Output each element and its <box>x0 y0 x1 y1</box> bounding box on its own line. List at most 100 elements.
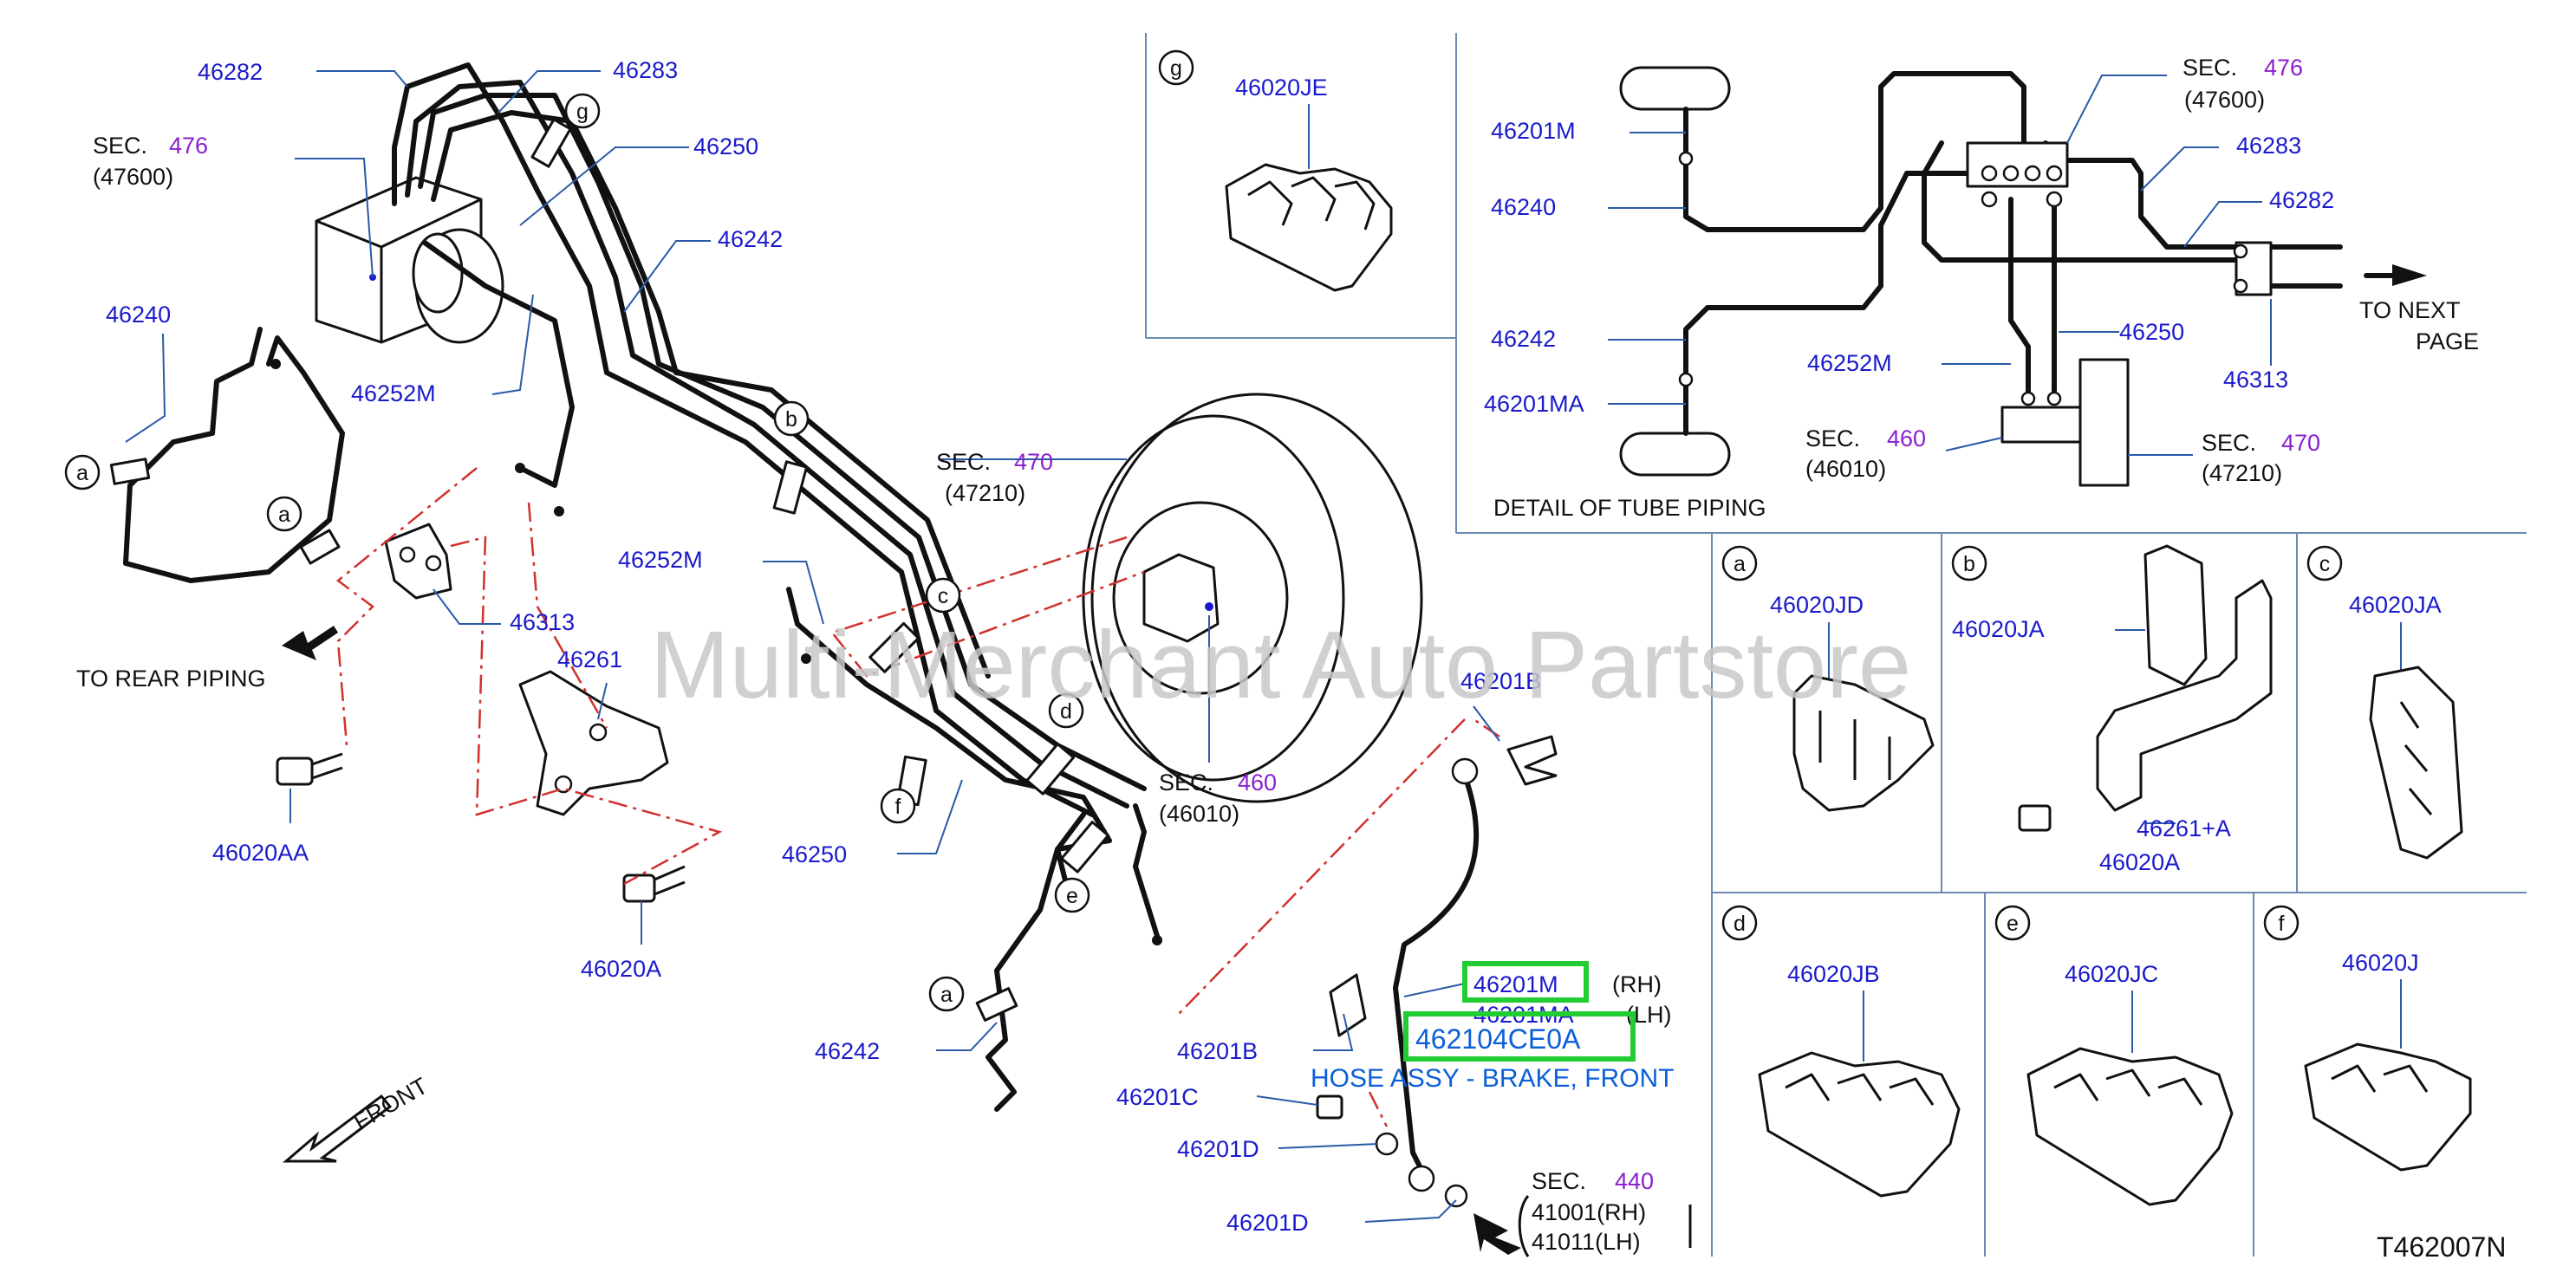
clip-b-bolt-part: 46020A <box>2099 849 2180 875</box>
callout-f: f <box>880 788 916 824</box>
bracket-46261 <box>518 670 669 816</box>
label-sec460-num: 460 <box>1238 770 1277 796</box>
label-46250-top: 46250 <box>693 133 758 159</box>
piping-label-46240: 46240 <box>1491 194 1556 220</box>
label-sec470: SEC. <box>936 449 991 475</box>
callout-c: c <box>925 577 961 614</box>
brake-booster <box>1082 393 1423 803</box>
leader-lines <box>125 70 1500 1223</box>
label-46261: 46261 <box>557 646 622 672</box>
callout-a-3: a <box>928 976 965 1012</box>
label-46201B-bot: 46201B <box>1177 1038 1258 1064</box>
clip-f-letter: f <box>2279 912 2285 936</box>
label-sec440: SEC. <box>1532 1168 1586 1194</box>
callout-d: d <box>1048 692 1084 729</box>
clip-c-part: 46020JA <box>2349 592 2442 618</box>
label-front: FRONT <box>349 1073 433 1135</box>
clip-detail-d: d 46020JB <box>1721 905 1961 1198</box>
callout-b: b <box>773 400 810 437</box>
label-46240: 46240 <box>106 302 171 328</box>
piping-label-46250: 46250 <box>2119 319 2184 345</box>
label-sec440-num: 440 <box>1615 1168 1654 1194</box>
callout-e: e <box>1054 877 1090 913</box>
svg-text:a: a <box>940 983 953 1007</box>
arrows <box>282 626 1692 1257</box>
piping-label-page: PAGE <box>2416 328 2479 354</box>
bolts <box>276 752 1343 1120</box>
label-46313: 46313 <box>510 609 575 635</box>
label-sec476: SEC. <box>93 133 147 159</box>
brake-tubes-main <box>123 62 1162 1112</box>
label-sec470-num: 470 <box>1014 449 1053 475</box>
clip-b-letter: b <box>1963 552 1975 576</box>
label-sec440-rh: 41001(RH) <box>1532 1199 1646 1225</box>
clip-detail-f: f 46020J <box>2263 905 2472 1172</box>
piping-label-sec476: SEC. <box>2182 55 2237 81</box>
svg-text:g: g <box>576 100 589 124</box>
piping-label-sec460: SEC. <box>1805 425 1860 451</box>
clip-d-part: 46020JB <box>1787 961 1880 987</box>
brake-hose <box>1329 735 1558 1208</box>
diagram-code: T462007N <box>2377 1231 2506 1263</box>
label-46020A: 46020A <box>581 956 661 982</box>
label-46252M-top: 46252M <box>351 380 436 406</box>
svg-text:e: e <box>1066 884 1078 908</box>
clip-detail-c: c 46020JA <box>2306 545 2463 860</box>
clip-a-letter: a <box>1734 552 1746 576</box>
piping-label-46283: 46283 <box>2236 133 2301 159</box>
junction-46313 <box>384 523 452 600</box>
abs-actuator <box>315 176 504 344</box>
detail-g-letter: g <box>1170 56 1182 81</box>
piping-label-46313: 46313 <box>2223 367 2288 393</box>
piping-label-sec476-code: (47600) <box>2184 87 2265 113</box>
label-46020AA: 46020AA <box>212 840 309 866</box>
clip-f-part: 46020J <box>2342 950 2419 976</box>
svg-text:d: d <box>1060 699 1072 724</box>
callout-a-2: a <box>266 496 302 532</box>
hose-description[interactable]: HOSE ASSY - BRAKE, FRONT <box>1311 1064 1675 1093</box>
label-sec460: SEC. <box>1159 770 1213 796</box>
piping-label-sec460-num: 460 <box>1887 425 1926 451</box>
piping-label-46201MA: 46201MA <box>1484 391 1584 417</box>
label-sec476-code: (47600) <box>93 164 173 190</box>
clip-detail-e: e 46020JC <box>1994 905 2234 1206</box>
highlight-part-number[interactable]: 462104CE0A <box>1415 1023 1581 1055</box>
clip-d-letter: d <box>1734 912 1746 936</box>
watermark: Multi-Merchant Auto Partstore <box>650 612 1911 718</box>
detail-tube-piping: 46201M 46240 46242 46201MA SEC. 476 (476… <box>1484 55 2479 521</box>
label-sec470-code: (47210) <box>945 480 1025 506</box>
svg-text:a: a <box>278 503 290 527</box>
svg-text:b: b <box>785 407 797 432</box>
label-sec476-num: 476 <box>169 133 208 159</box>
piping-label-sec470-num: 470 <box>2281 430 2320 456</box>
clip-b-part: 46020JA <box>1952 616 2045 642</box>
label-sec460-code: (46010) <box>1159 801 1239 827</box>
label-46283: 46283 <box>613 57 678 83</box>
panel-borders <box>1145 33 2527 1257</box>
clip-b-bracket-part: 46261+A <box>2137 815 2231 841</box>
phantom-lines <box>335 467 1500 1127</box>
clip-e-part: 46020JC <box>2065 961 2158 987</box>
detail-g-part: 46020JE <box>1235 75 1328 101</box>
piping-label-46201M: 46201M <box>1491 118 1576 144</box>
piping-label-46282: 46282 <box>2269 187 2334 213</box>
label-46201M[interactable]: 46201M <box>1473 971 1558 997</box>
callout-a-1: a <box>64 454 101 490</box>
label-sec440-lh: 41011(LH) <box>1532 1229 1641 1255</box>
clip-c-letter: c <box>2319 552 2331 576</box>
clip-46020JE-drawing <box>1225 163 1393 292</box>
highlight-box-46201M <box>1462 961 1589 1003</box>
label-46250-bot: 46250 <box>782 841 847 867</box>
label-to-rear-piping: TO REAR PIPING <box>76 666 266 692</box>
label-46242-top: 46242 <box>718 226 783 252</box>
label-46201C: 46201C <box>1116 1084 1199 1110</box>
clip-a-part: 46020JD <box>1770 592 1864 618</box>
clip-detail-b: b 46020JA 46261+A 46020A <box>1951 544 2273 875</box>
callout-g: g <box>564 93 601 129</box>
piping-label-sec460-code: (46010) <box>1805 456 1886 482</box>
label-rh: (RH) <box>1612 971 1662 997</box>
clip-detail-a: a 46020JD <box>1721 545 1935 812</box>
piping-label-to-next: TO NEXT <box>2359 297 2461 323</box>
label-46201B-top: 46201B <box>1460 668 1541 694</box>
